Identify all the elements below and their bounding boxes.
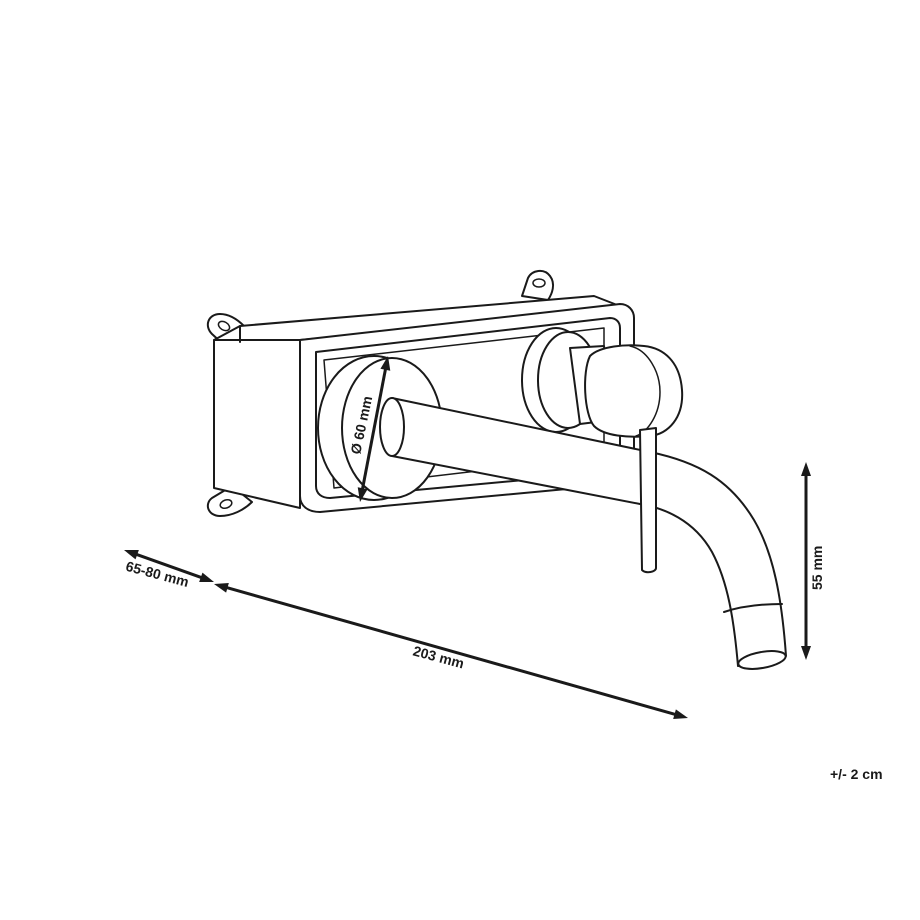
height-dimension-label: 55 mm	[809, 546, 825, 590]
spout-end-cap	[379, 397, 405, 457]
screw-hole-top-left	[217, 320, 231, 332]
spout-tip-ring	[723, 603, 783, 613]
diameter-dimension-arrow	[357, 356, 391, 502]
spout	[379, 397, 787, 670]
handle-assembly	[521, 327, 684, 438]
spout-outlet	[737, 650, 787, 670]
lever-rod	[639, 427, 657, 574]
depth-dimension-arrow	[124, 549, 214, 583]
length-dimension-arrow	[214, 582, 688, 720]
height-dimension-arrow	[801, 462, 811, 660]
screw-hole-bottom-left	[219, 498, 233, 510]
handle-knob	[584, 344, 684, 438]
dimension-lines	[124, 356, 811, 720]
box-side-face	[213, 339, 301, 509]
mounting-ear-top-right	[521, 270, 555, 301]
tolerance-note: +/- 2 cm	[830, 766, 883, 782]
screw-hole-top-right	[532, 278, 546, 288]
